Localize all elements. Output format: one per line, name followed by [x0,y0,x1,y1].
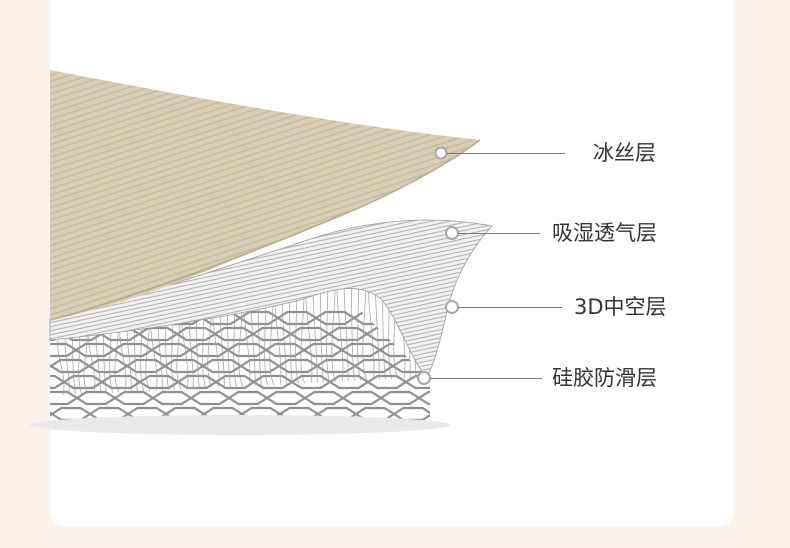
mesh-cell [139,328,177,340]
mesh-cell [12,312,50,324]
mesh-cell [102,376,140,388]
mesh-cell [0,376,26,388]
mesh-cell [203,360,241,372]
mesh-cell [114,344,152,356]
mesh-cell [419,392,457,404]
mesh-cell [354,312,392,324]
mesh-cell [76,344,114,356]
mesh-cell [394,408,432,420]
mesh-cell [481,328,519,340]
callout-dot-moisture-wicking [446,227,458,239]
leader-line-3d-hollow [458,307,562,308]
mesh-cell [115,392,153,404]
leader-line-ice-silk [447,153,565,154]
mesh-cell [443,328,481,340]
label-3d-hollow-layer: 3D中空层 [574,297,667,318]
mesh-cell [178,376,216,388]
mesh-cell [52,408,90,420]
mesh-cell [191,392,229,404]
callout-dot-anti-slip [418,372,430,384]
mesh-cell [89,360,127,372]
mesh-cell [1,392,39,404]
mesh-cell [468,312,506,324]
mesh-cell [13,360,51,372]
mesh-cell [330,376,368,388]
mesh-cell [469,360,507,372]
mesh-cell [304,344,342,356]
mesh-cell [456,344,494,356]
mesh-cell [267,392,305,404]
mesh-cell [343,392,381,404]
mesh-cell [153,392,191,404]
leader-line-moisture-wicking [458,233,540,234]
mesh-cell [0,344,38,356]
label-anti-slip-layer: 硅胶防滑层 [552,368,657,389]
callout-dot-ice-silk [436,148,447,159]
mesh-cell [77,392,115,404]
mesh-cell [367,328,405,340]
callout-dot-3d-hollow [446,301,458,313]
label-moisture-wicking-layer: 吸湿透气层 [552,223,657,244]
mesh-cell [26,376,64,388]
mesh-cell [431,360,469,372]
mesh-cell [0,408,14,420]
mesh-cell [381,392,419,404]
mesh-cell [432,408,470,420]
label-ice-silk-layer: 冰丝层 [593,143,656,164]
mesh-cell [457,392,495,404]
mesh-cell [14,408,52,420]
mesh-cell [38,344,76,356]
mesh-cell [305,392,343,404]
mesh-cell [316,312,354,324]
mesh-cell [64,376,102,388]
mesh-cell [51,360,89,372]
mesh-cell [278,312,316,324]
mesh-cell [39,392,77,404]
leader-line-anti-slip [430,378,542,379]
mesh-cell [329,328,367,340]
mesh-cell [229,392,267,404]
